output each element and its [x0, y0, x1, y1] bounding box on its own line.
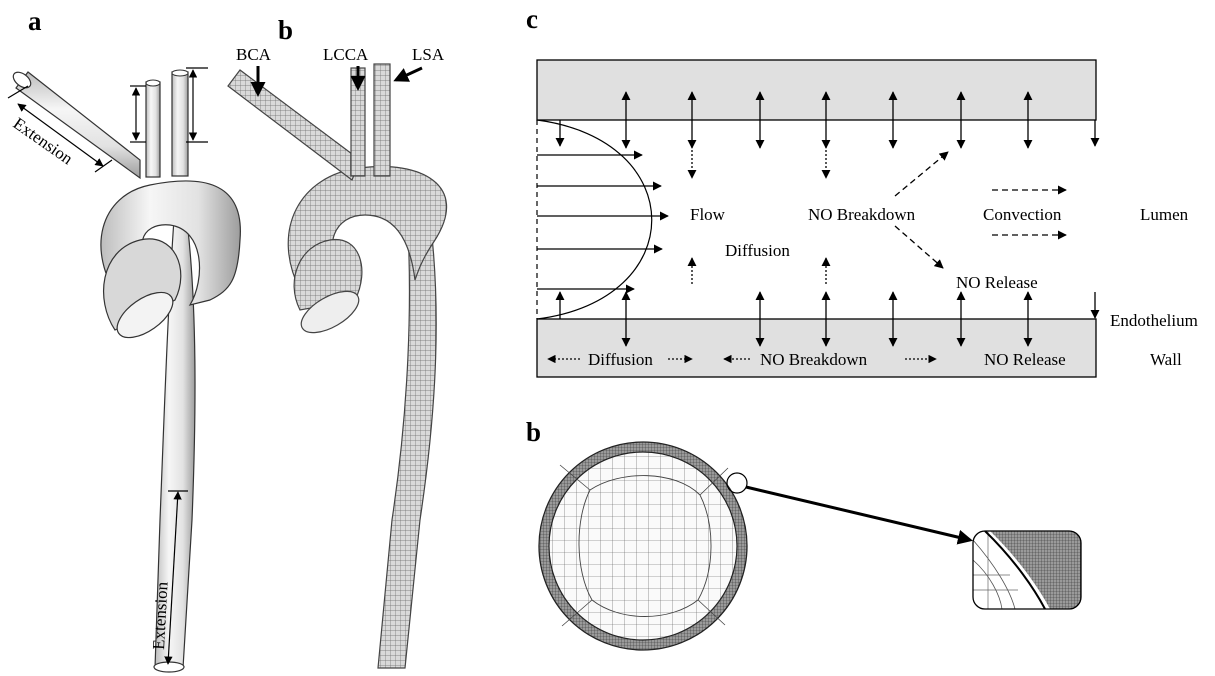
lsa-outlet-a	[172, 70, 188, 76]
panel-b-mesh: b BCA LCCA LSA	[228, 15, 447, 668]
zoom-circle	[727, 473, 747, 493]
bca-branch-mesh	[228, 70, 360, 180]
lcca-outlet-a	[146, 80, 160, 86]
panel-b-cross-section: b	[526, 417, 1081, 650]
lsa-label: LSA	[412, 45, 445, 64]
lsa-branch-mesh	[374, 64, 390, 176]
lsa-arrow	[396, 68, 422, 80]
zoom-inset	[973, 531, 1081, 609]
lcca-label: LCCA	[323, 45, 369, 64]
extension-label-bottom: Extension	[149, 581, 172, 650]
lsa-branch-a	[172, 72, 188, 176]
no-breakdown-label: NO Breakdown	[808, 205, 916, 224]
panel-c-letter: c	[526, 4, 538, 34]
bca-label: BCA	[236, 45, 272, 64]
branch-length-markers	[130, 68, 208, 142]
wall-no-breakdown-label: NO Breakdown	[760, 350, 868, 369]
panel-b-letter-top: b	[278, 15, 293, 45]
lumen-label: Lumen	[1140, 205, 1189, 224]
wall-diffusion-label: Diffusion	[588, 350, 653, 369]
panel-a: a Extension	[8, 6, 240, 672]
zoom-arrow	[746, 487, 970, 540]
wall-no-release-label: NO Release	[984, 350, 1066, 369]
descending-aorta-mesh	[378, 185, 436, 668]
no-release-label: NO Release	[956, 273, 1038, 292]
panel-b-letter-bottom: b	[526, 417, 541, 447]
panel-c: c	[526, 4, 1198, 377]
cross-section-lumen-mesh	[549, 452, 737, 640]
convection-label: Convection	[983, 205, 1062, 224]
flow-label: Flow	[690, 205, 726, 224]
top-wall	[537, 60, 1096, 120]
endothelium-label: Endothelium	[1110, 311, 1198, 330]
diffusion-label: Diffusion	[725, 241, 790, 260]
outlet-descending-a	[154, 662, 184, 672]
velocity-arrows	[537, 155, 668, 289]
lcca-branch-a	[146, 82, 160, 177]
panel-a-letter: a	[28, 6, 42, 36]
wall-label: Wall	[1150, 350, 1182, 369]
